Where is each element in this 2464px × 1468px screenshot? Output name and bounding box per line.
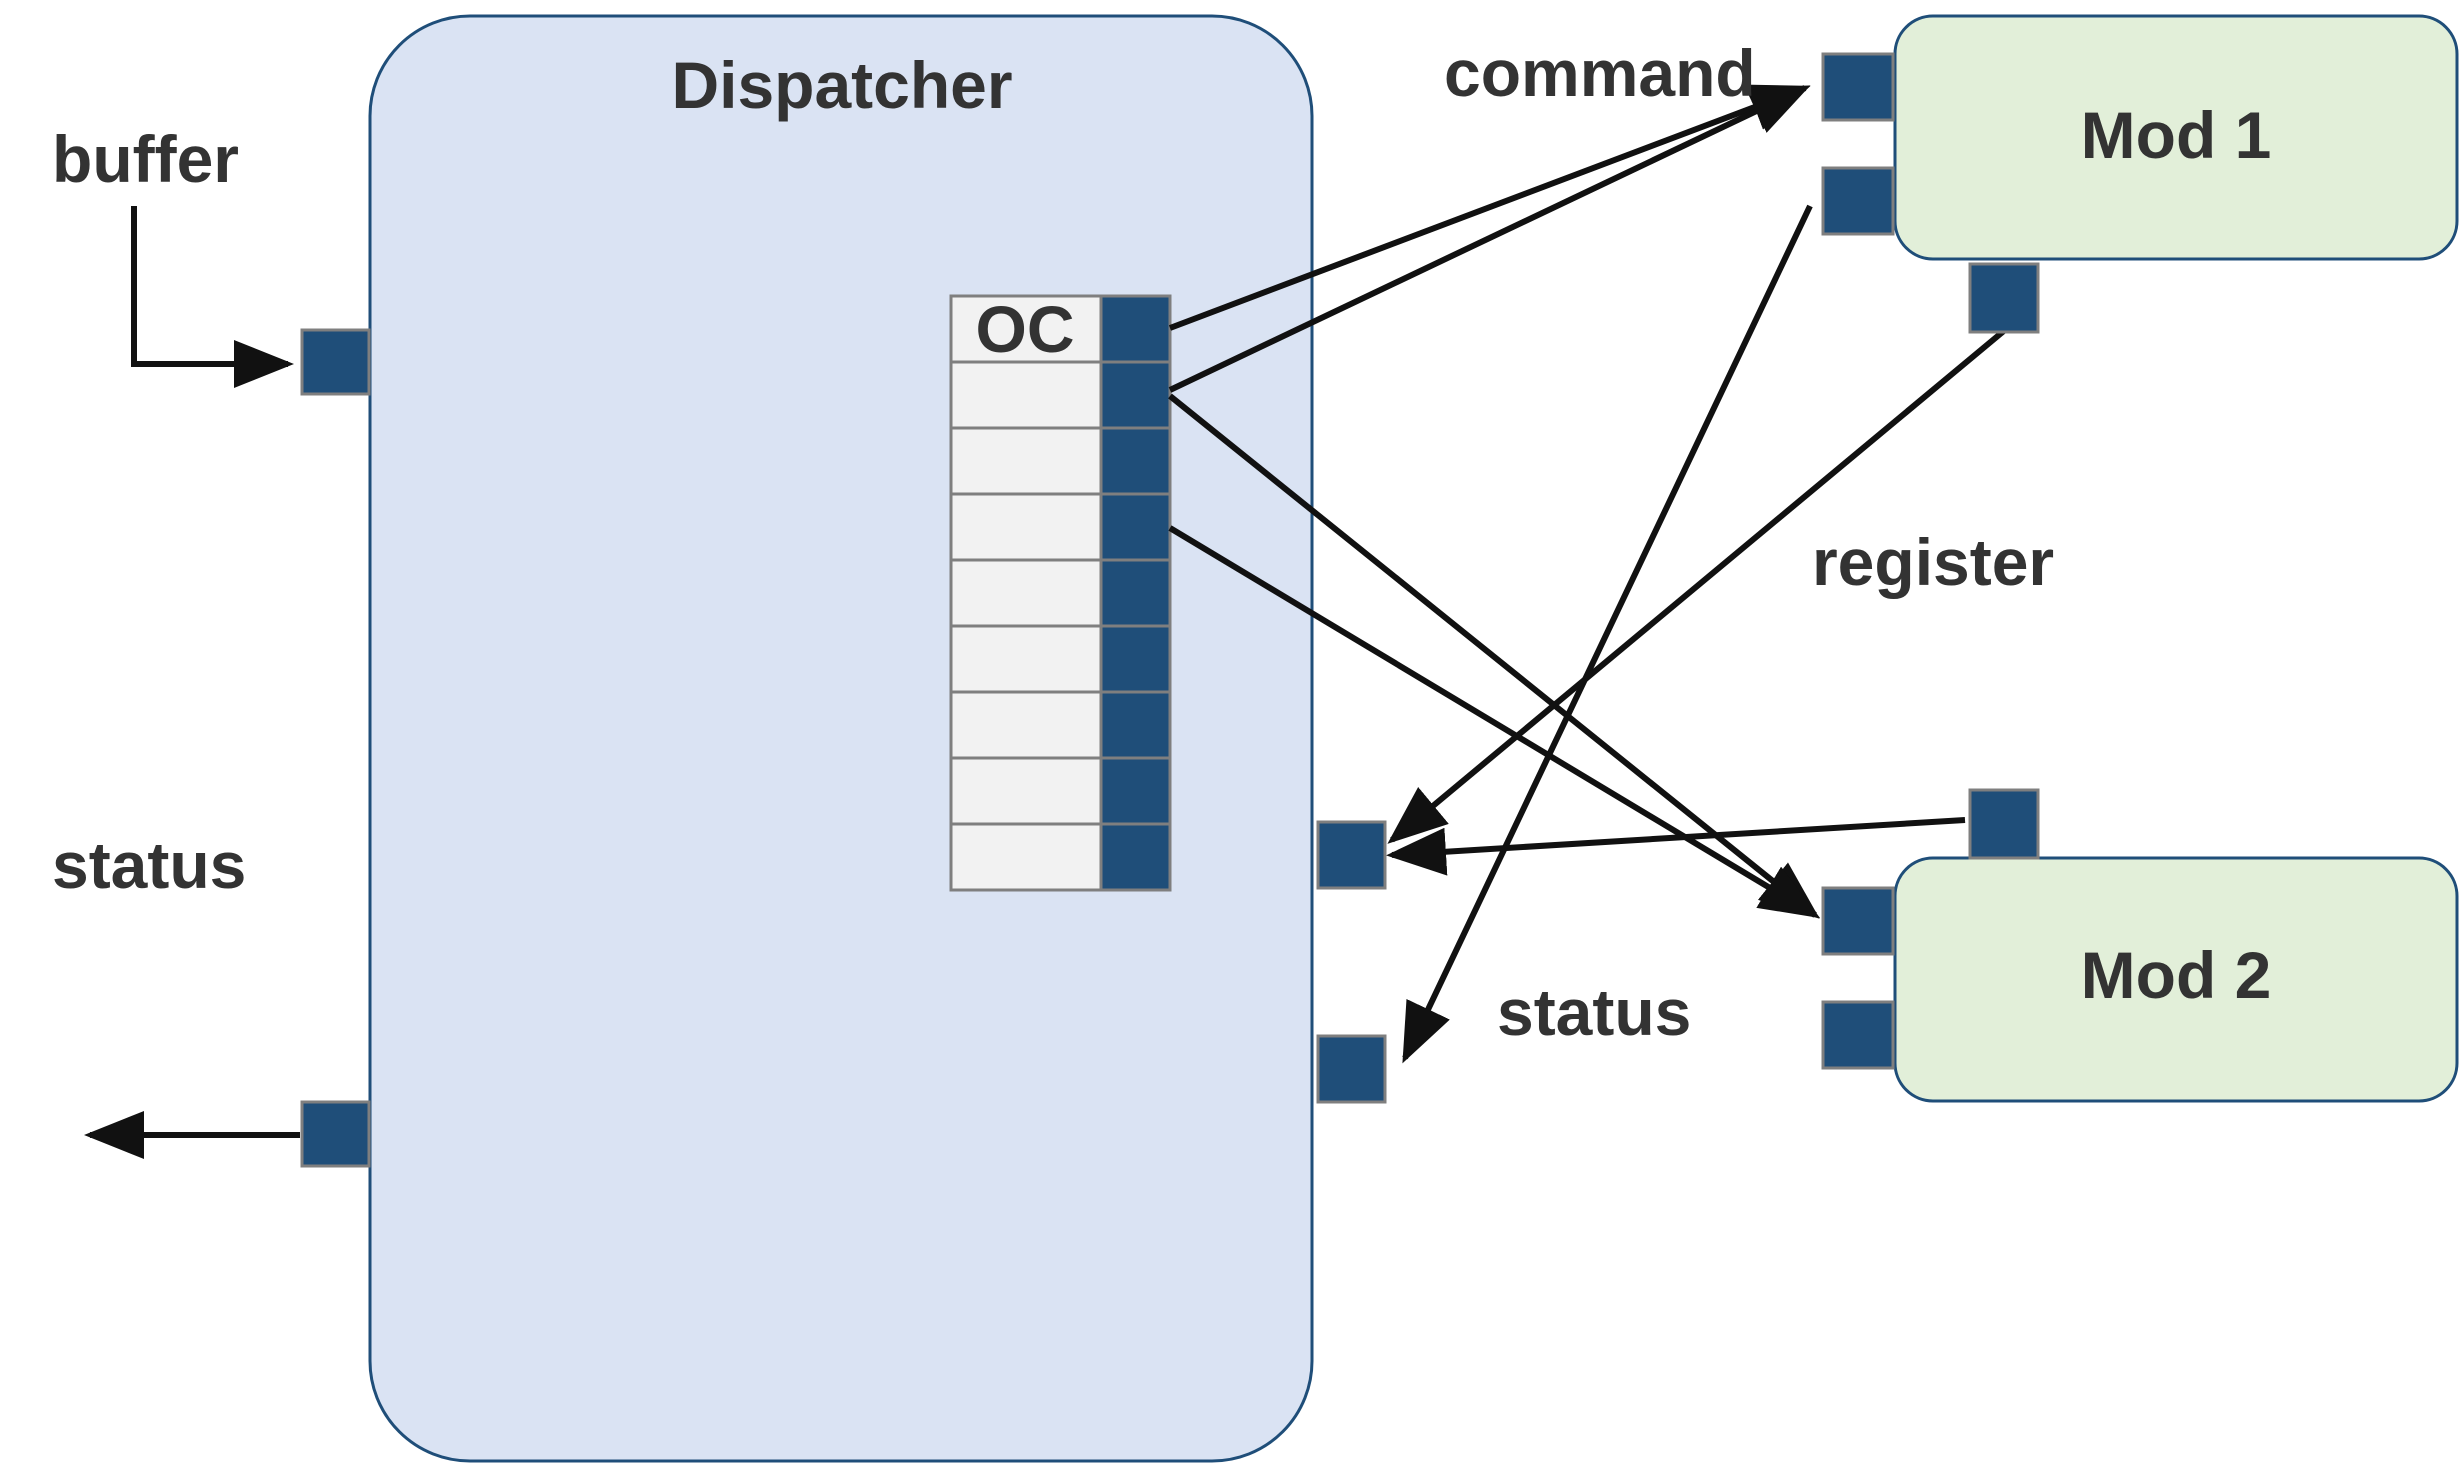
buffer-label: buffer <box>52 122 239 196</box>
command-arrow-4 <box>1168 525 1821 919</box>
ports <box>300 52 2040 1168</box>
buffer-input-arrow <box>131 206 294 388</box>
oc-port-8 <box>1099 756 1172 826</box>
oc-port-9 <box>1099 822 1172 892</box>
dispatcher-register-port <box>1316 820 1387 890</box>
register-arrow-mod1 <box>1387 327 2007 844</box>
status-right-label: status <box>1497 975 1691 1049</box>
status-arrow-mod1 <box>1402 204 1813 1064</box>
oc-cell-6 <box>949 624 1103 694</box>
dispatcher-title: Dispatcher <box>671 48 1012 122</box>
oc-port-2 <box>1099 360 1172 430</box>
mod-2-command-port <box>1821 886 1895 956</box>
oc-cell-3 <box>949 426 1103 496</box>
mod-2-label: Mod 2 <box>2081 938 2272 1012</box>
oc-port-7 <box>1099 690 1172 760</box>
mod-1-status-port <box>1821 166 1895 236</box>
mod-1-command-port <box>1821 52 1895 122</box>
command-arrow-3 <box>1168 393 1820 919</box>
oc-port-6 <box>1099 624 1172 694</box>
oc-cell-2 <box>949 360 1103 430</box>
mod-1-label: Mod 1 <box>2081 98 2272 172</box>
command-label: command <box>1444 36 1756 110</box>
oc-cell-7 <box>949 690 1103 760</box>
oc-cell-4 <box>949 492 1103 562</box>
oc-cell-1 <box>949 294 1103 364</box>
oc-port-3 <box>1099 426 1172 496</box>
oc-cell-8 <box>949 756 1103 826</box>
register-label: register <box>1812 525 2054 599</box>
command-arrow-2 <box>1168 85 1811 393</box>
mod-2-status-port <box>1821 1000 1895 1070</box>
dispatcher-status-out-port <box>300 1100 371 1168</box>
oc-cell-5 <box>949 558 1103 628</box>
connections <box>84 84 2007 1159</box>
command-arrow-1 <box>1168 84 1811 331</box>
oc-port-1 <box>1099 294 1172 364</box>
mod-2-block <box>1893 856 2459 1103</box>
dispatcher-buffer-port <box>300 328 371 396</box>
mod-2-register-port <box>1968 788 2040 860</box>
oc-header: OC <box>976 292 1075 366</box>
status-left-label: status <box>52 828 246 902</box>
register-arrow-mod2 <box>1386 817 1966 876</box>
oc-cell-9 <box>949 822 1103 892</box>
dispatcher-status-in-port <box>1316 1034 1387 1104</box>
oc-port-5 <box>1099 558 1172 628</box>
mod-1-register-port <box>1968 262 2040 334</box>
mod-1-block <box>1893 14 2459 261</box>
oc-port-4 <box>1099 492 1172 562</box>
oc-table: OC <box>949 292 1172 892</box>
